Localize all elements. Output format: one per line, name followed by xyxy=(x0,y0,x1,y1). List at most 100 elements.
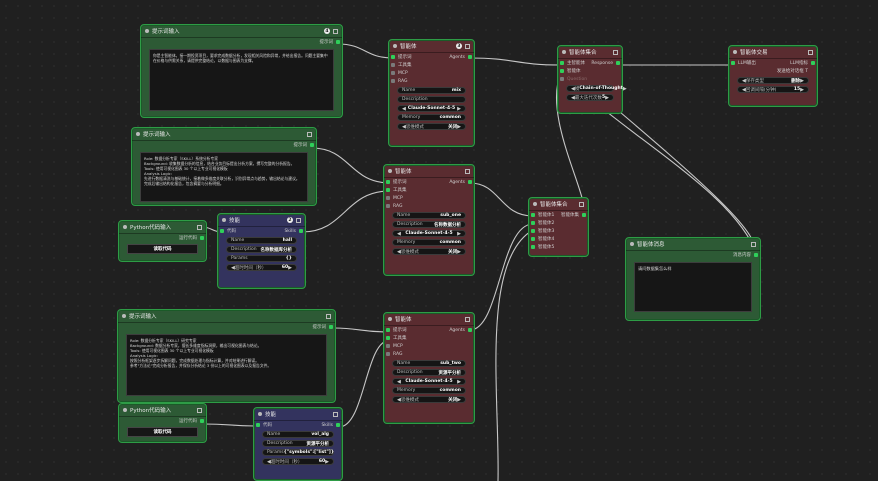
next-icon[interactable]: ▶ xyxy=(457,105,461,112)
prompt-input-node-3[interactable]: 提示词输入 提示词 Role: 数据分析专家（SKILL）研究专家 Backgr… xyxy=(117,309,336,403)
prompt-input-node-2[interactable]: 提示词输入 提示词 Role: 数据分析专家（SKILL）系统分析专家 Back… xyxy=(131,127,317,206)
agent-message-node[interactable]: 智能体消息 消息内容 请问数据集怎么样 xyxy=(625,237,761,321)
timeout-stepper[interactable]: ◀超时时间（秒）60▶ xyxy=(262,458,334,465)
prompt-textarea[interactable]: Role: 数据分析专家（SKILL）系统分析专家 Background: 收集… xyxy=(140,152,308,202)
decrement-icon[interactable]: ◀ xyxy=(571,94,575,101)
expand-icon[interactable] xyxy=(465,43,470,49)
prev-icon[interactable]: ◀ xyxy=(397,396,401,403)
output-socket[interactable] xyxy=(310,143,314,147)
output-socket[interactable] xyxy=(329,325,333,329)
output-socket[interactable] xyxy=(582,213,586,217)
increment-icon[interactable]: ▶ xyxy=(800,86,804,93)
timeout-stepper[interactable]: ◀超时时间（秒）60▶ xyxy=(226,264,297,271)
input-socket[interactable] xyxy=(391,71,395,75)
save-type-select[interactable]: ◀保存类型删除▶ xyxy=(737,77,809,84)
input-socket[interactable] xyxy=(531,213,535,217)
python-code-node-1[interactable]: Python代码输入 运行代码 读取代码 xyxy=(118,220,207,262)
thinking-toggle[interactable]: ◀思维模式关闭▶ xyxy=(392,248,466,255)
prev-icon[interactable]: ◀ xyxy=(397,378,401,385)
model-select[interactable]: ◀Claude-Sonnet-4-5▶ xyxy=(392,230,466,237)
python-code-node-2[interactable]: Python代码输入 运行代码 读取代码 xyxy=(118,403,207,443)
input-socket[interactable] xyxy=(391,55,395,59)
input-socket[interactable] xyxy=(386,196,390,200)
expand-icon[interactable] xyxy=(296,217,301,223)
output-socket[interactable] xyxy=(336,423,340,427)
next-icon[interactable]: ▶ xyxy=(457,378,461,385)
input-socket[interactable] xyxy=(386,328,390,332)
expand-icon[interactable] xyxy=(307,131,312,137)
increment-icon[interactable]: ▶ xyxy=(288,264,292,271)
expand-icon[interactable] xyxy=(333,411,338,417)
decrement-icon[interactable]: ◀ xyxy=(231,264,235,271)
input-socket[interactable] xyxy=(256,423,260,427)
next-icon[interactable]: ▶ xyxy=(457,248,461,255)
input-socket[interactable] xyxy=(386,336,390,340)
output-socket[interactable] xyxy=(754,253,758,257)
next-icon[interactable]: ▶ xyxy=(457,396,461,403)
input-socket[interactable] xyxy=(531,221,535,225)
prompt-textarea[interactable]: 你是主智能体，接一期投资项目，要求完成数据分析，发现相关风险和异常，并给出报告。… xyxy=(149,49,334,111)
input-socket[interactable] xyxy=(731,61,735,65)
input-socket[interactable] xyxy=(531,229,535,233)
params-field[interactable]: Params{} xyxy=(226,255,297,262)
input-socket[interactable] xyxy=(220,229,224,233)
next-icon[interactable]: ▶ xyxy=(457,123,461,130)
output-socket[interactable] xyxy=(200,419,204,423)
prev-icon[interactable]: ◀ xyxy=(571,85,575,92)
output-socket[interactable] xyxy=(468,55,472,59)
input-socket[interactable] xyxy=(391,79,395,83)
description-field[interactable]: Description xyxy=(397,96,466,103)
thinking-toggle[interactable]: ◀思维模式关闭▶ xyxy=(392,396,466,403)
prompt-input-node-1[interactable]: 提示词输入 4 提示词 你是主智能体，接一期投资项目，要求完成数据分析，发现相关… xyxy=(140,24,343,118)
output-socket[interactable] xyxy=(468,180,472,184)
input-socket[interactable] xyxy=(386,188,390,192)
output-socket[interactable] xyxy=(468,328,472,332)
next-icon[interactable]: ▶ xyxy=(800,77,804,84)
increment-icon[interactable]: ▶ xyxy=(605,94,609,101)
input-socket[interactable] xyxy=(386,352,390,356)
expand-icon[interactable] xyxy=(465,168,470,174)
params-field[interactable]: Params{"symbols":["list"]} xyxy=(262,449,334,456)
decrement-icon[interactable]: ◀ xyxy=(267,458,271,465)
read-code-button[interactable]: 读取代码 xyxy=(127,427,198,437)
input-socket[interactable] xyxy=(391,63,395,67)
input-socket[interactable] xyxy=(386,344,390,348)
prev-icon[interactable]: ◀ xyxy=(397,248,401,255)
expand-icon[interactable] xyxy=(326,313,331,319)
expand-icon[interactable] xyxy=(197,224,202,230)
prompt-textarea[interactable]: Role: 数据分析专家（SKILL）研究专家 Background: 数据分析… xyxy=(126,334,327,396)
read-code-button[interactable]: 读取代码 xyxy=(127,244,198,254)
prev-icon[interactable]: ◀ xyxy=(402,123,406,130)
model-select[interactable]: ◀Claude-Sonnet-4-5▶ xyxy=(397,105,466,112)
callback-interval-stepper[interactable]: ◀回调间隔(分钟)15▶ xyxy=(737,86,809,93)
input-socket[interactable] xyxy=(560,61,564,65)
increment-icon[interactable]: ▶ xyxy=(325,458,329,465)
expand-icon[interactable] xyxy=(751,241,756,247)
next-icon[interactable]: ▶ xyxy=(457,230,461,237)
model-select[interactable]: ◀Claude-Sonnet-4-5▶ xyxy=(392,378,466,385)
expand-icon[interactable] xyxy=(613,49,618,55)
expand-icon[interactable] xyxy=(197,407,202,413)
output-socket[interactable] xyxy=(616,61,620,65)
input-socket[interactable] xyxy=(531,245,535,249)
expand-icon[interactable] xyxy=(465,316,470,322)
input-socket[interactable] xyxy=(386,180,390,184)
prev-icon[interactable]: ◀ xyxy=(397,230,401,237)
